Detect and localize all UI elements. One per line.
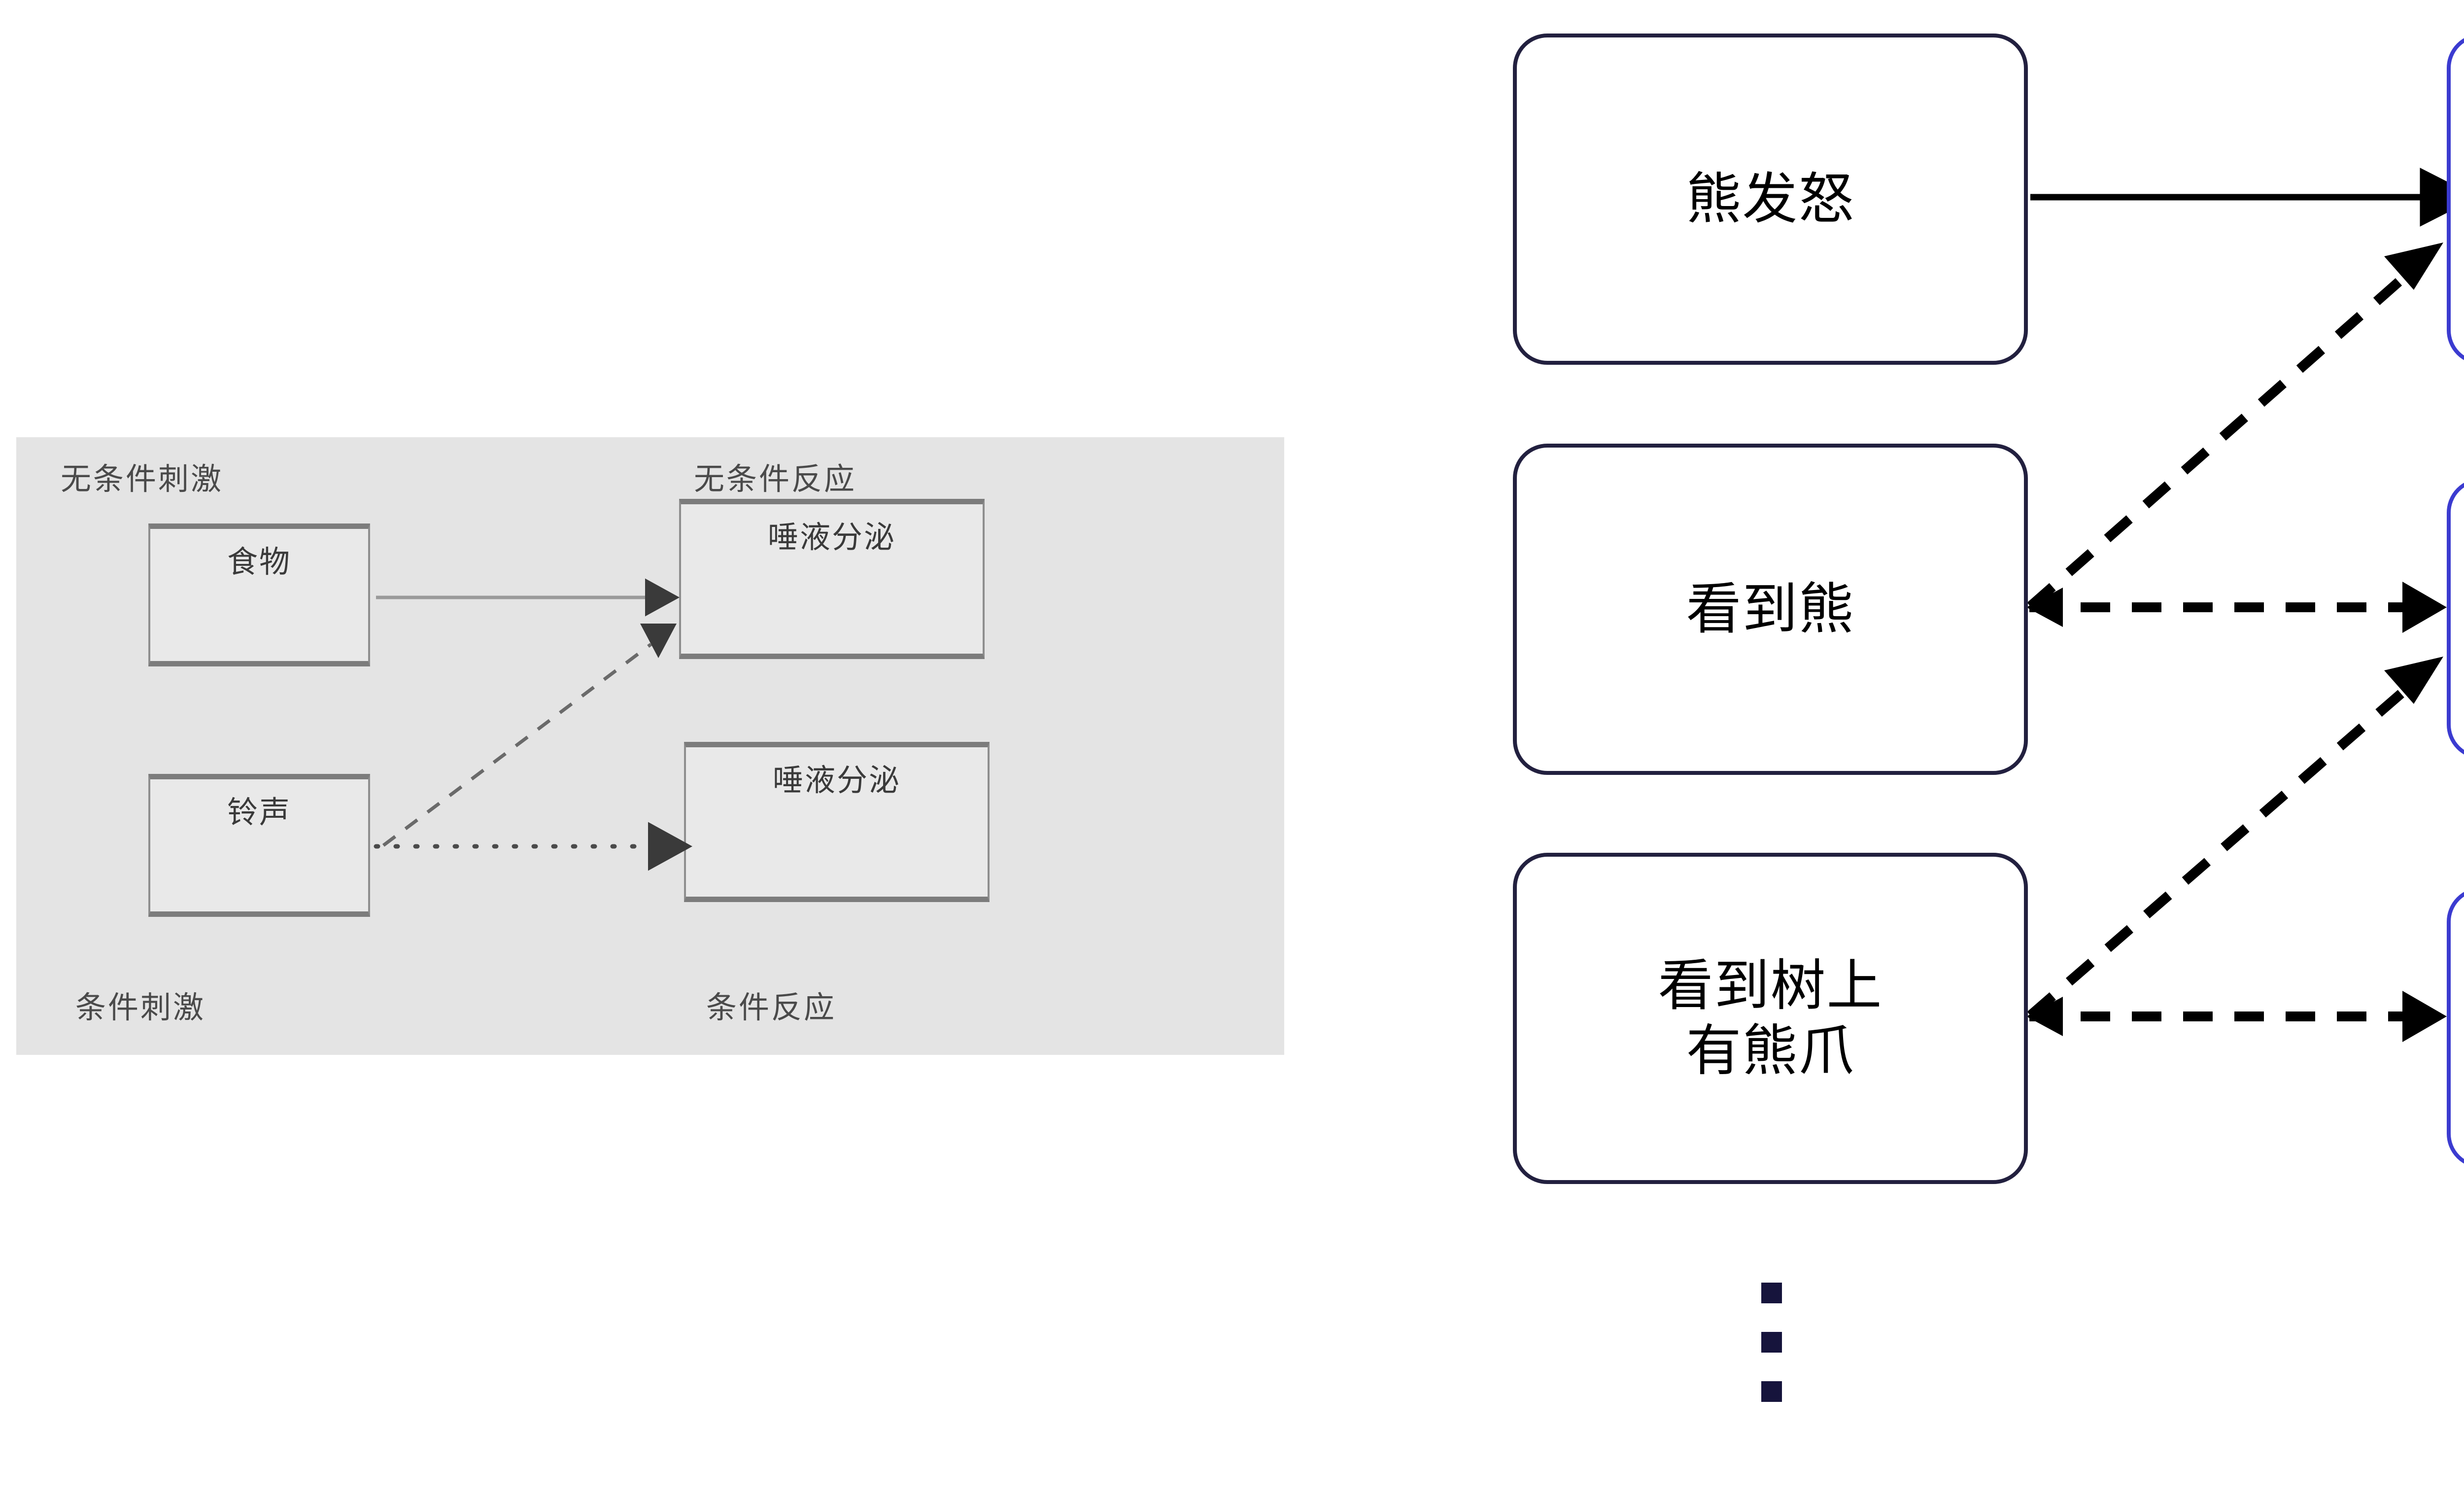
edge-see-claw-to-v-s-prime: [2027, 671, 2426, 1019]
label-unconditioned-stimulus: 无条件刺激: [61, 462, 224, 496]
edge-bell-to-salivation-unconditioned: [382, 643, 652, 847]
label-conditioned-response: 条件反应: [706, 991, 837, 1025]
node-see-claw-line2: 有熊爪: [1686, 1020, 1855, 1081]
edge-see-bear-to-reward: [2027, 257, 2426, 610]
node-see-bear[interactable]: 看到熊: [1513, 444, 2028, 775]
box-salivation-unconditioned: 唾液分泌: [679, 499, 985, 659]
box-bell: 铃声: [148, 774, 370, 917]
node-v-s-prime[interactable]: V(s′): [2447, 478, 2464, 759]
ellipsis-left-column: [1761, 1283, 1782, 1402]
node-see-claw-line1: 看到树上: [1658, 954, 1883, 1016]
box-food: 食物: [148, 523, 370, 666]
node-reward[interactable]: 奖励: [2447, 34, 2464, 365]
edge-bell-diagonal-arrowhead: [640, 624, 677, 658]
ellipsis-dot: [1761, 1283, 1782, 1303]
arrowhead-see-claw-to-v-s-prime: [2384, 657, 2443, 704]
label-unconditioned-response: 无条件反应: [694, 462, 857, 496]
arrowhead-see-bear-to-v-s-prime: [2402, 582, 2447, 633]
label-conditioned-stimulus: 条件刺激: [75, 991, 206, 1025]
arrowhead-see-bear-to-reward: [2384, 243, 2443, 290]
arrowhead-see-bear-tail: [2026, 588, 2063, 627]
ellipsis-dot: [1761, 1381, 1782, 1402]
node-see-claw-marks[interactable]: 看到树上 有熊爪: [1513, 853, 2028, 1184]
node-v-s[interactable]: V(s): [2447, 887, 2464, 1168]
ellipsis-dot: [1761, 1332, 1782, 1353]
node-bear-angry[interactable]: 熊发怒: [1513, 34, 2028, 365]
arrowhead-see-claw-to-v-s: [2402, 991, 2447, 1042]
pavlov-panel: 无条件刺激 无条件反应 条件刺激 条件反应 食物 铃声 唾液分泌 唾液分泌: [16, 437, 1284, 1055]
pavlov-edges: [374, 578, 692, 871]
arrowhead-see-claw-tail: [2026, 997, 2063, 1036]
box-salivation-conditioned: 唾液分泌: [684, 742, 990, 902]
